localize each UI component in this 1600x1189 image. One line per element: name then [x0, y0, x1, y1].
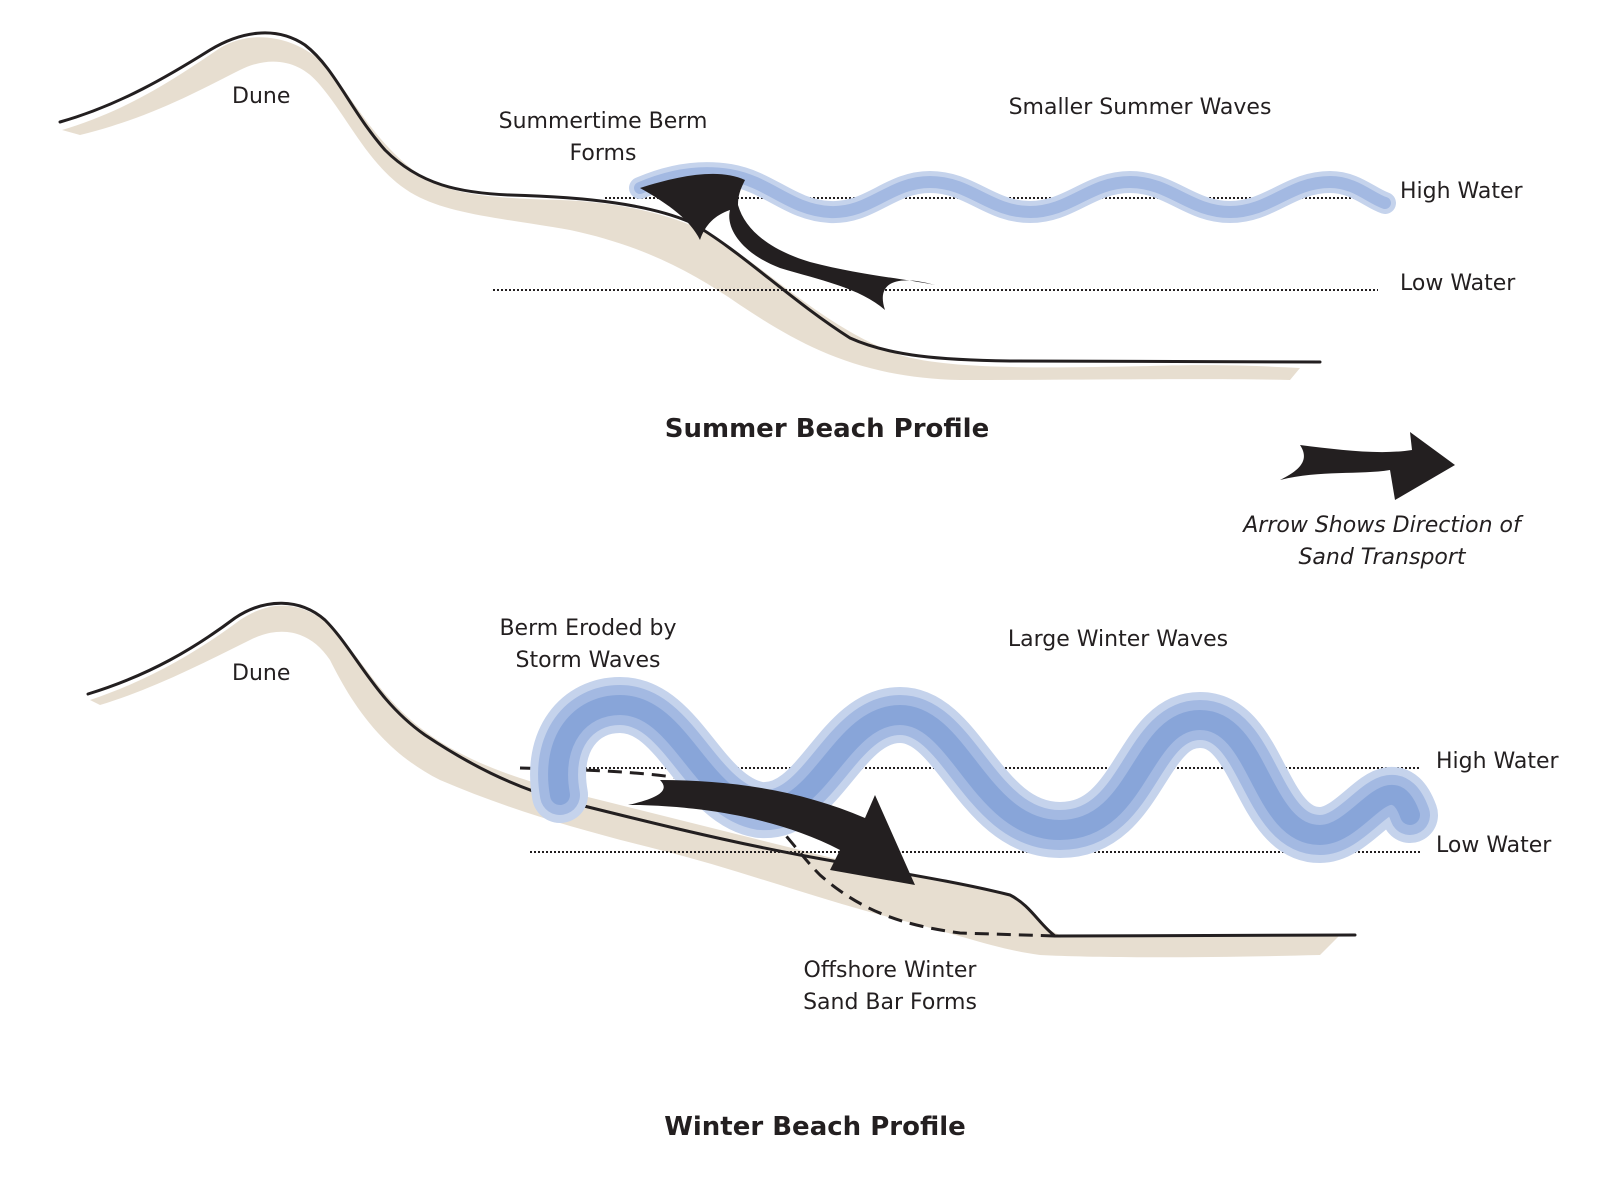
winter-berm-label-line1: Berm Eroded by: [499, 616, 676, 641]
winter-sandbar-label-line2: Sand Bar Forms: [803, 990, 977, 1015]
legend-arrow-icon: [1280, 432, 1455, 500]
summer-waves: [629, 162, 1396, 224]
winter-profile-line: [86, 601, 1357, 938]
winter-title: Winter Beach Profile: [664, 1112, 966, 1142]
legend-text-line2: Sand Transport: [1298, 545, 1466, 570]
summer-profile: Dune Summertime Berm Forms Smaller Summe…: [58, 31, 1524, 444]
winter-sand-shadow: [90, 605, 1340, 958]
winter-transport-arrow: [628, 780, 915, 885]
winter-waves-label: Large Winter Waves: [1008, 627, 1228, 652]
winter-low-water-label: Low Water: [1436, 833, 1552, 858]
winter-high-water-label: High Water: [1436, 749, 1560, 774]
winter-waves: [530, 676, 1438, 864]
winter-profile: Dune Berm Eroded by Storm Waves Large Wi…: [86, 601, 1560, 1142]
summer-profile-line: [58, 31, 1322, 364]
winter-sandbar-label-line1: Offshore Winter: [804, 958, 978, 983]
winter-berm-label-line2: Storm Waves: [516, 648, 661, 673]
summer-berm-label-line1: Summertime Berm: [499, 109, 708, 134]
legend-text-line1: Arrow Shows Direction of: [1241, 513, 1524, 538]
summer-waves-label: Smaller Summer Waves: [1009, 95, 1272, 120]
summer-dune-label: Dune: [232, 84, 290, 109]
summer-sand-shadow: [62, 37, 1300, 381]
summer-low-water-label: Low Water: [1400, 271, 1516, 296]
winter-dune-label: Dune: [232, 661, 290, 686]
summer-title: Summer Beach Profile: [665, 414, 989, 444]
summer-high-water-label: High Water: [1400, 179, 1524, 204]
summer-berm-label-line2: Forms: [570, 141, 637, 166]
legend: Arrow Shows Direction of Sand Transport: [1241, 432, 1524, 570]
summer-transport-arrow: [640, 173, 935, 310]
